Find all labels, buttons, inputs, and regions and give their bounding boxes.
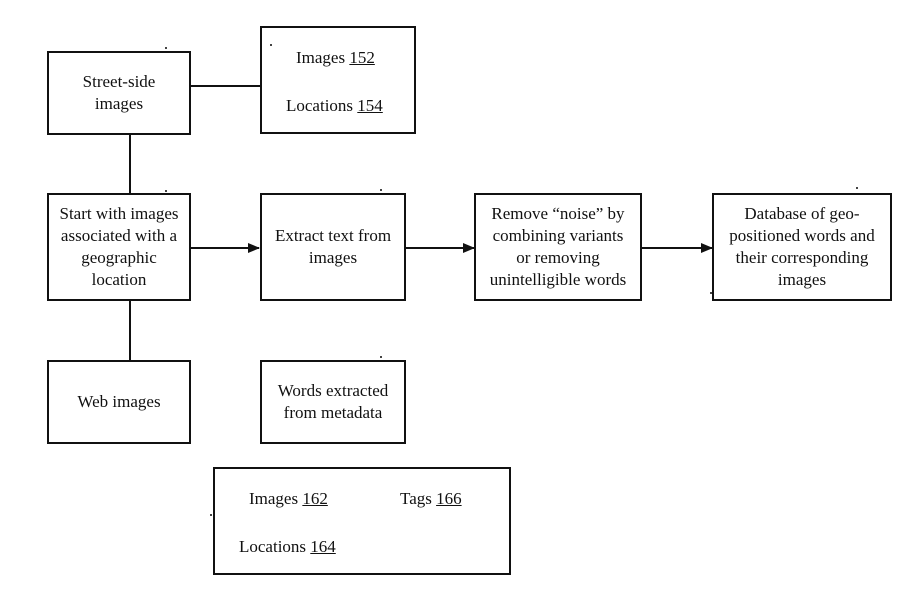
start-images-box: Start with images associated with a geog… [47, 193, 191, 301]
street-locations-entry: Locations 154 [286, 95, 383, 117]
scan-mark [210, 514, 212, 516]
scan-mark [380, 356, 382, 358]
street-side-data-box [260, 26, 416, 134]
web-locations-ref: 164 [310, 537, 336, 556]
database-label: Database of geo- positioned words and th… [729, 204, 875, 289]
street-side-images-label: Street-side images [82, 72, 156, 113]
remove-noise-label: Remove “noise” by combining variants or … [489, 204, 627, 289]
extract-text-box: Extract text from images [260, 193, 406, 301]
web-locations-entry: Locations 164 [239, 536, 336, 558]
web-images-entry-label: Images [249, 489, 299, 508]
web-images-label: Web images [77, 392, 161, 411]
metadata-words-label: Words extracted from metadata [277, 381, 389, 422]
extract-text-label: Extract text from images [274, 226, 392, 267]
street-side-images-box: Street-side images [47, 51, 191, 135]
web-tags-entry: Tags 166 [400, 488, 462, 510]
scan-mark [165, 190, 167, 192]
street-images-ref: 152 [349, 48, 375, 67]
scan-mark [856, 187, 858, 189]
metadata-words-box: Words extracted from metadata [260, 360, 406, 444]
web-tags-ref: 166 [436, 489, 462, 508]
web-locations-label: Locations [239, 537, 307, 556]
start-images-label: Start with images associated with a geog… [59, 204, 179, 289]
scan-mark [710, 292, 712, 294]
scan-mark [270, 44, 272, 46]
database-box: Database of geo- positioned words and th… [712, 193, 892, 301]
web-tags-label: Tags [400, 489, 432, 508]
street-images-entry: Images 152 [296, 47, 375, 69]
remove-noise-box: Remove “noise” by combining variants or … [474, 193, 642, 301]
web-images-ref: 162 [302, 489, 328, 508]
web-data-box [213, 467, 511, 575]
scan-mark [165, 47, 167, 49]
web-images-box: Web images [47, 360, 191, 444]
street-locations-label: Locations [286, 96, 354, 115]
street-images-label: Images [296, 48, 346, 67]
web-images-entry: Images 162 [249, 488, 328, 510]
street-locations-ref: 154 [357, 96, 383, 115]
scan-mark [380, 189, 382, 191]
